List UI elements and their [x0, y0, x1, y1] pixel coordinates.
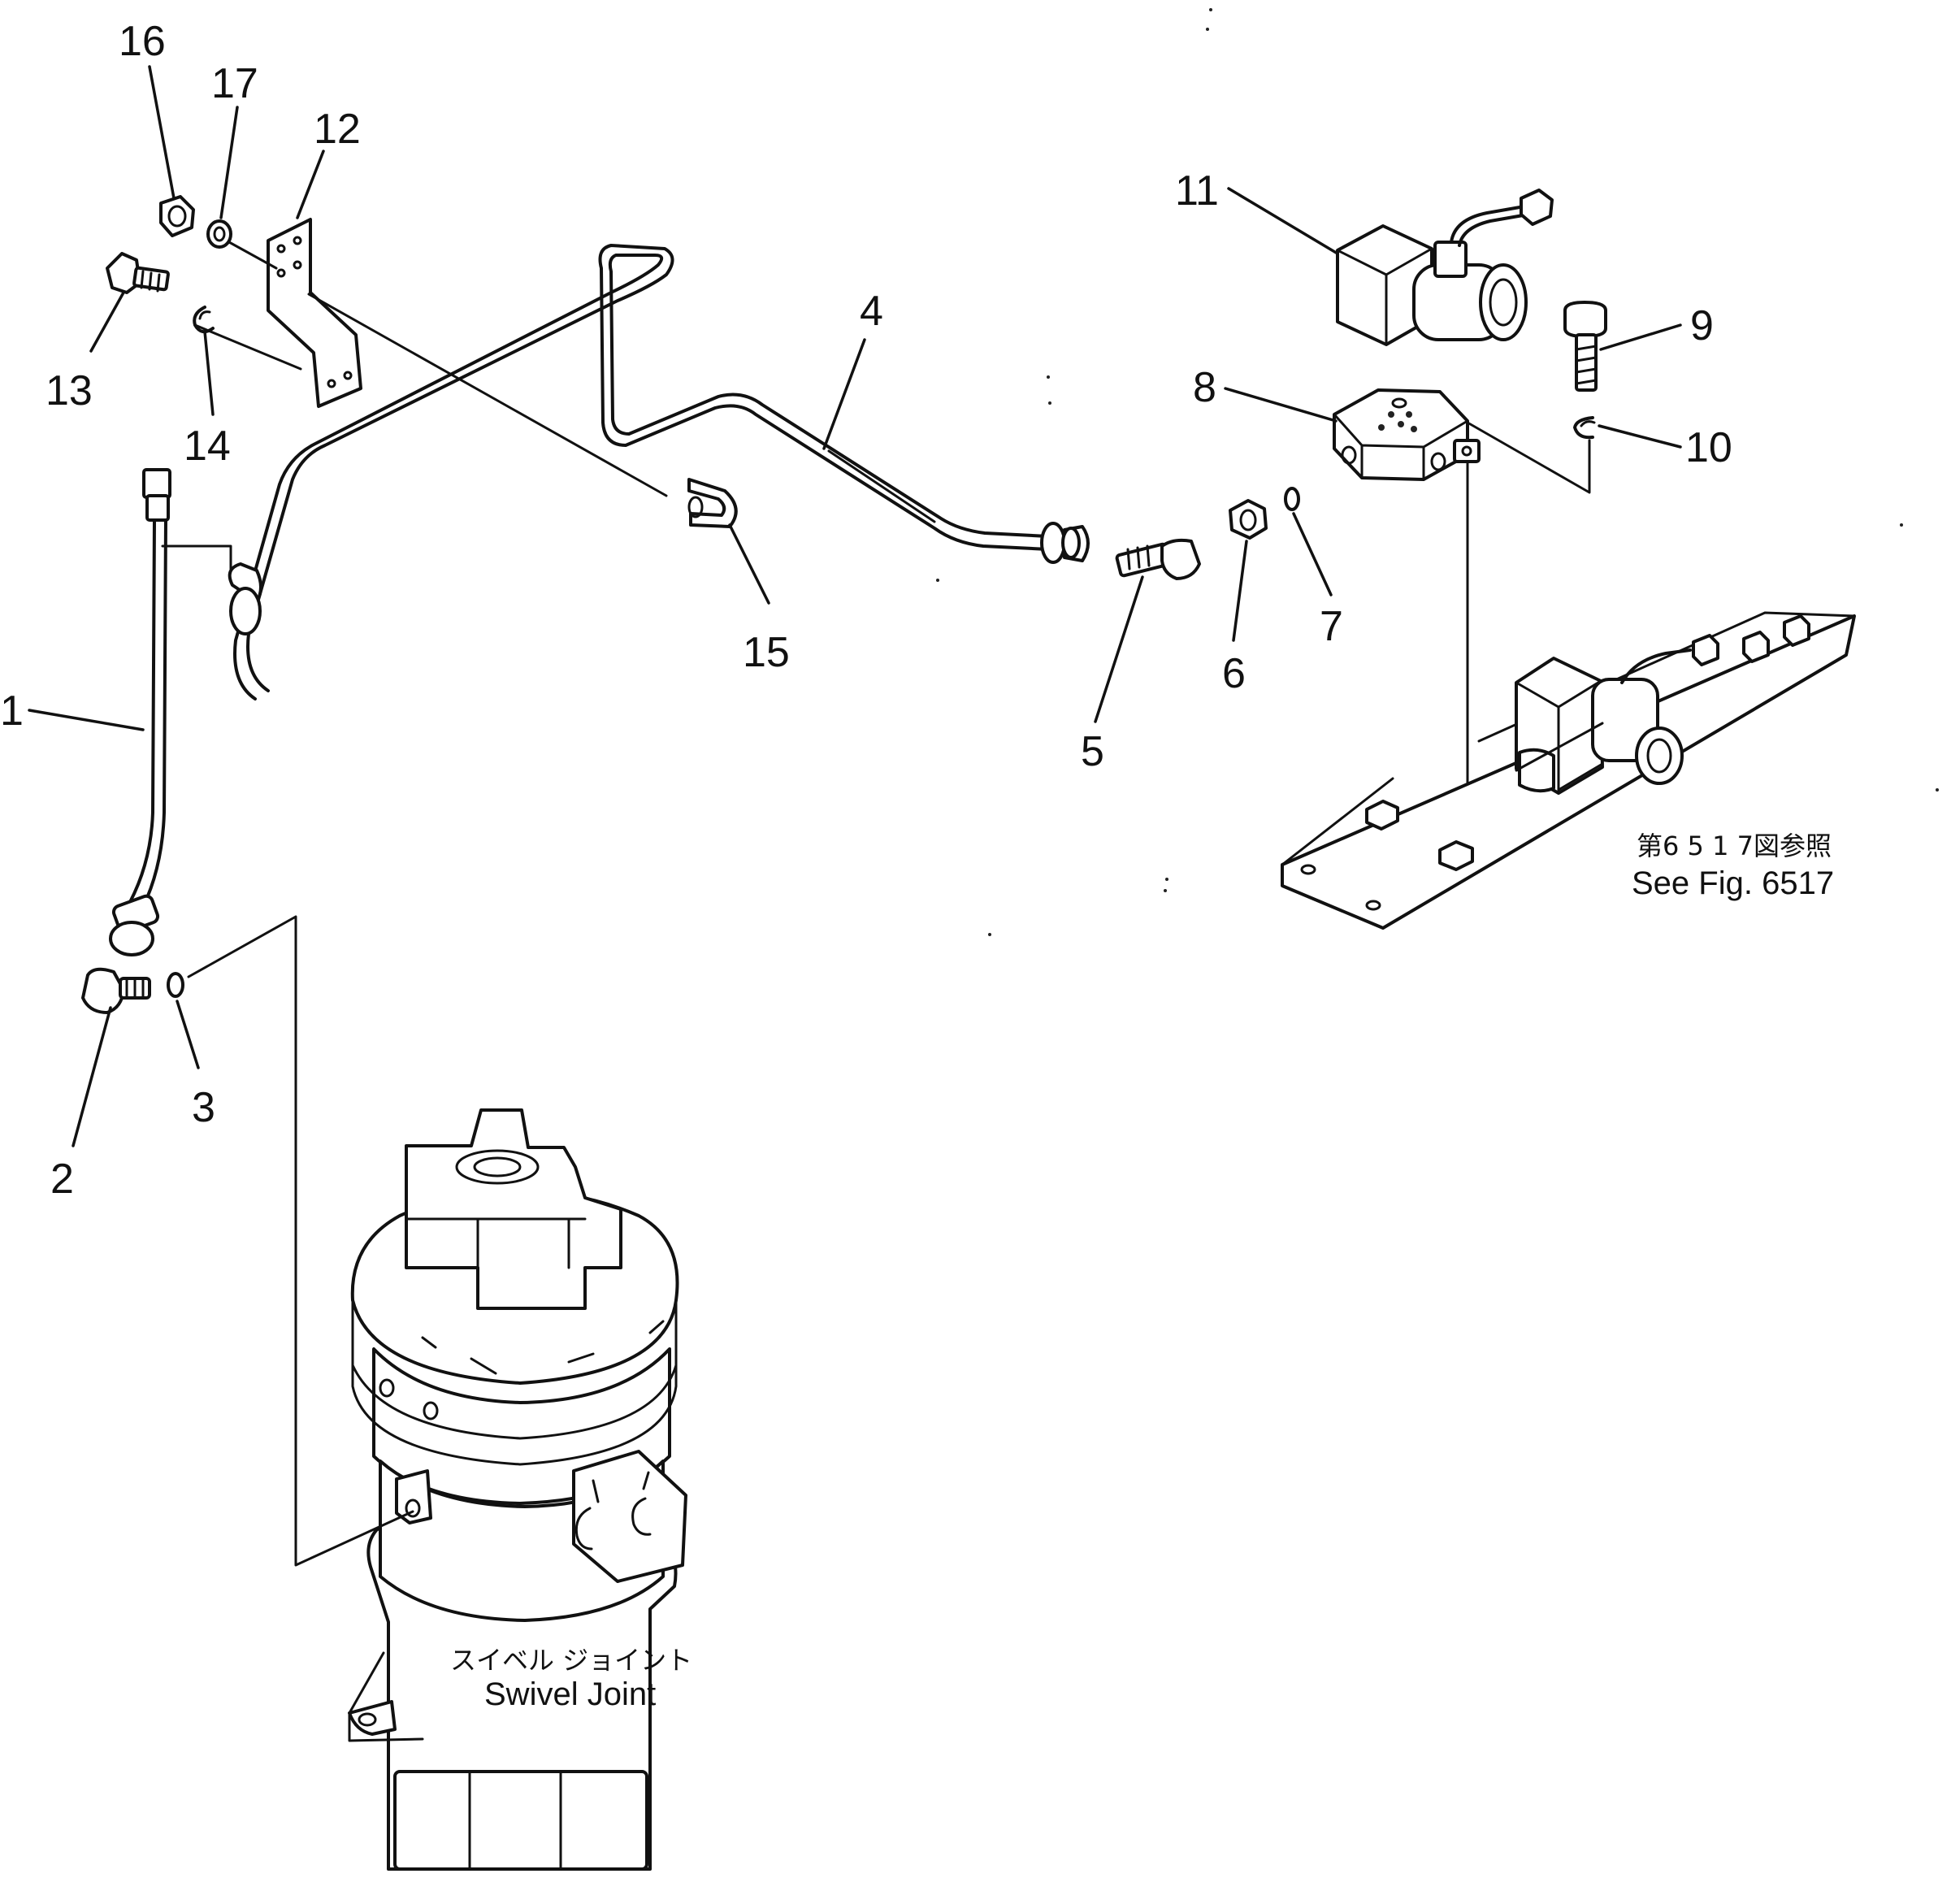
o-ring-3: [167, 972, 184, 998]
solenoid-valve-11: [1336, 189, 1554, 346]
assembly-line-right: [1466, 421, 1591, 494]
bolt-13: [106, 252, 170, 294]
leader-lines: [28, 65, 1682, 1147]
callout-11: 11: [1175, 167, 1219, 215]
callout-8: 8: [1193, 364, 1216, 411]
callout-14: 14: [184, 423, 231, 470]
valve-plate-assembly: [1281, 611, 1856, 930]
elbow-fitting-5: [1115, 538, 1201, 580]
washer-17: [206, 219, 232, 249]
callout-10: 10: [1685, 424, 1732, 471]
callout-17: 17: [211, 60, 258, 107]
bolt-9: [1563, 301, 1607, 392]
callout-12: 12: [314, 106, 361, 153]
callout-1: 1: [0, 687, 24, 735]
elbow-fitting-2: [81, 967, 151, 1014]
callout-numbers: 1 2 3 4 5 6 7 8 9 10 11 12 13 14 15 16 1…: [0, 18, 1732, 1203]
see-fig-label-jp: 第6 5 1 7図参照: [1637, 831, 1832, 861]
callout-15: 15: [743, 629, 790, 676]
nut-16: [159, 195, 195, 237]
assembly-line-washer: [193, 323, 302, 371]
callout-4: 4: [860, 288, 883, 335]
swivel-joint-label-jp: スイベル ジョイント: [450, 1645, 692, 1676]
callout-2: 2: [50, 1156, 74, 1203]
long-pipe: [228, 244, 1090, 700]
swivel-joint: [348, 1108, 687, 1871]
callout-9: 9: [1690, 302, 1714, 349]
callout-16: 16: [119, 18, 166, 65]
pipe-4: [827, 449, 936, 523]
manifold-block-8: [1333, 388, 1481, 481]
swivel-joint-label-en: Swivel Joint: [484, 1676, 656, 1712]
assembly-line-bracket: [228, 241, 668, 497]
notes: スイベル ジョイント Swivel Joint 第6 5 1 7図参照 See …: [450, 831, 1834, 1712]
u-clamp-15: [687, 478, 738, 528]
spring-washer-10: [1573, 416, 1596, 440]
scan-speckles: [936, 8, 1939, 936]
see-fig-label-en: See Fig. 6517: [1632, 865, 1834, 901]
nut-6: [1229, 499, 1268, 540]
pipe-1: [109, 468, 232, 956]
callout-7: 7: [1320, 603, 1343, 650]
callout-3: 3: [192, 1084, 215, 1131]
callout-13: 13: [46, 367, 93, 414]
callout-6: 6: [1222, 650, 1246, 697]
bracket-12: [267, 218, 362, 408]
route-line-swivel: [187, 915, 414, 1567]
o-ring-7: [1284, 487, 1300, 511]
callout-5: 5: [1081, 728, 1104, 775]
